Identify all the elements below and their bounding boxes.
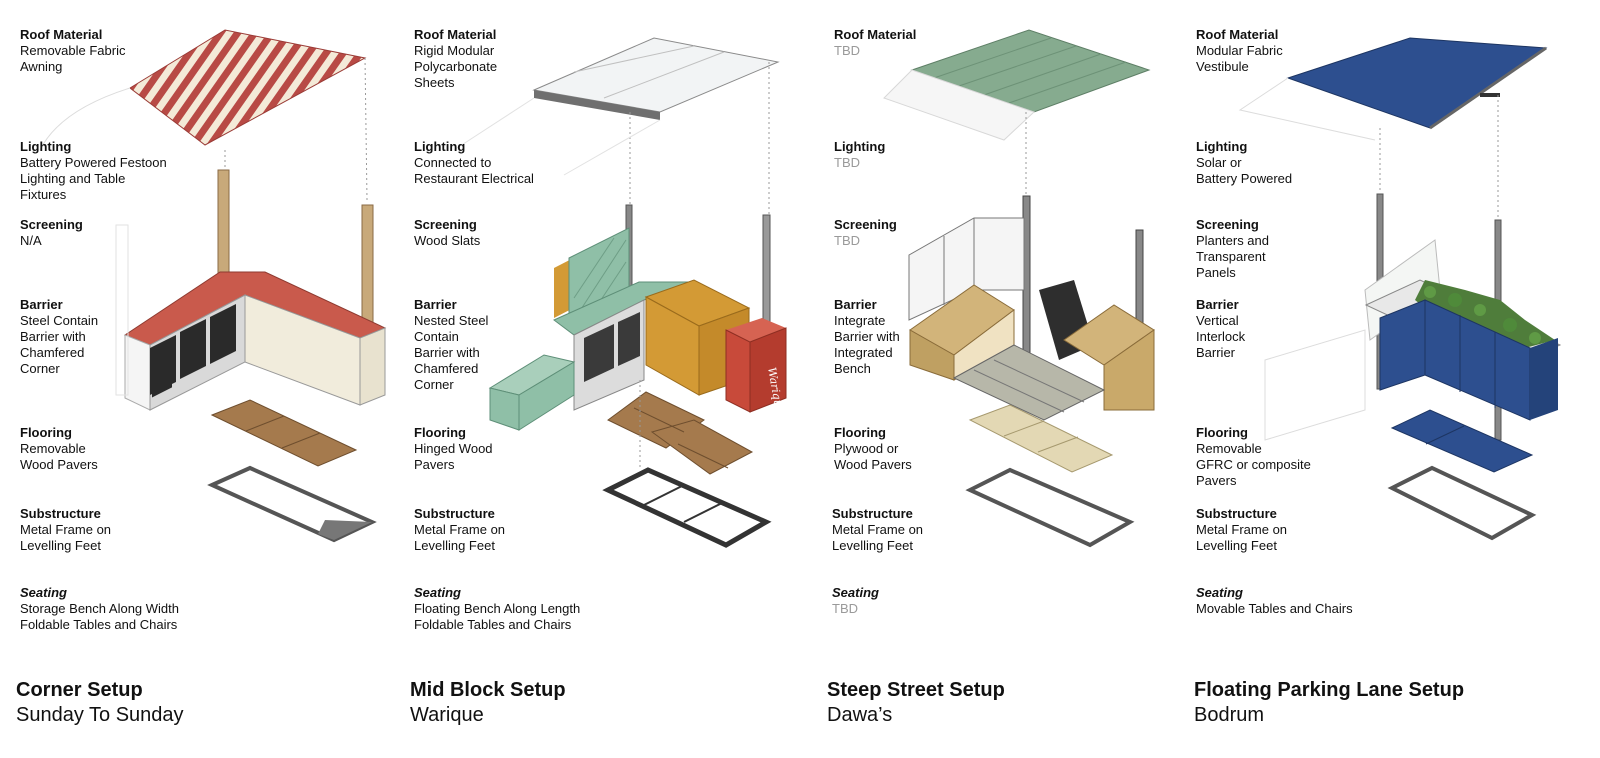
spec-lighting: Lighting TBD (834, 139, 886, 170)
spec-barrier: Barrier Nested Steel Contain Barrier wit… (414, 297, 489, 392)
green-roof (883, 29, 1151, 195)
spec-flooring: Flooring Plywood or Wood Pavers (834, 425, 912, 472)
spec-roof-material: Roof Material Rigid Modular Polycarbonat… (414, 27, 498, 90)
spec-screening: Screening N/A (20, 217, 83, 248)
spec-flooring: Flooring Hinged Wood Pavers (414, 425, 493, 472)
spec-barrier: Barrier Steel Contain Barrier with Chamf… (20, 297, 99, 376)
corner-setup-illustration (39, 29, 387, 543)
restaurant-name: Sunday To Sunday (16, 704, 184, 726)
floating-parking-lane-setup-illustration (1238, 37, 1562, 541)
plywood-pavers (968, 404, 1114, 473)
spec-seating: Seating Floating Bench Along Length Fold… (414, 585, 581, 632)
planter-barrier (1364, 279, 1562, 421)
gfrc-pavers (1390, 409, 1534, 473)
mid-block-setup-column: Warique Roof Material Rigid Modular Poly… (394, 0, 794, 758)
spec-barrier: Barrier Integrate Barrier with Integrate… (834, 297, 900, 376)
restaurant-name: Bodrum (1194, 704, 1265, 726)
spec-lighting: Lighting Solar or Battery Powered (1196, 139, 1293, 186)
spec-lighting: Lighting Connected to Restaurant Electri… (414, 139, 534, 186)
spec-screening: Screening Wood Slats (414, 217, 481, 248)
spec-substructure: Substructure Metal Frame on Levelling Fe… (20, 506, 112, 553)
wood-post (217, 169, 230, 281)
spec-substructure: Substructure Metal Frame on Levelling Fe… (414, 506, 506, 553)
restaurant-name: Dawa’s (827, 704, 893, 726)
spec-lighting: Lighting Battery Powered Festoon Lightin… (20, 139, 167, 202)
striped-awning (39, 29, 368, 201)
hinged-wood-pavers (607, 391, 754, 475)
spec-flooring: Flooring Removable Wood Pavers (20, 425, 98, 472)
metal-pole (762, 214, 771, 331)
wood-pavers (210, 399, 358, 467)
metal-frame (602, 380, 772, 548)
spec-seating: Seating Storage Bench Along Width Foldab… (20, 585, 179, 632)
steep-street-setup-column: Roof Material TBD Lighting TBD Screening… (814, 0, 1214, 758)
floating-parking-lane-setup-column: Roof Material Modular Fabric Vestibule L… (1180, 0, 1580, 758)
spec-screening: Screening TBD (834, 217, 897, 248)
mid-block-setup-illustration: Warique (453, 37, 787, 548)
corner-barrier (123, 271, 387, 411)
spec-roof-material: Roof Material Modular Fabric Vestibule (1196, 27, 1283, 74)
spec-flooring: Flooring Removable GFRC or composite Pav… (1196, 425, 1311, 488)
wood-post (361, 204, 374, 331)
metal-frame (1387, 465, 1537, 541)
nested-steel-barrier (488, 279, 751, 431)
metal-frame (965, 467, 1135, 548)
setup-title: Floating Parking Lane Setup (1194, 679, 1465, 701)
spec-substructure: Substructure Metal Frame on Levelling Fe… (832, 506, 924, 553)
restaurant-name: Warique (410, 704, 484, 726)
spec-roof-material: Roof Material Removable Fabric Awning (20, 27, 126, 74)
spec-roof-material: Roof Material TBD (834, 27, 917, 58)
fabric-vestibule-roof (1238, 37, 1548, 220)
corner-setup-column: Roof Material Removable Fabric Awning Li… (0, 0, 400, 758)
ghost-table (1264, 329, 1366, 441)
integrated-bench (909, 280, 1155, 421)
setup-title: Corner Setup (16, 679, 143, 701)
setup-title: Mid Block Setup (410, 679, 566, 701)
steep-street-setup-illustration (883, 29, 1155, 548)
warique-sign: Warique (725, 318, 787, 415)
spec-seating: Seating Movable Tables and Chairs (1196, 585, 1353, 616)
setup-title: Steep Street Setup (827, 679, 1005, 701)
spec-barrier: Barrier Vertical Interlock Barrier (1196, 297, 1246, 360)
spec-screening: Screening Planters and Transparent Panel… (1196, 217, 1269, 280)
transparent-panels (908, 217, 1025, 321)
metal-frame (207, 465, 377, 543)
ghost-post (115, 224, 129, 396)
spec-seating: Seating TBD (832, 585, 879, 616)
polycarbonate-roof (453, 37, 780, 215)
spec-substructure: Substructure Metal Frame on Levelling Fe… (1196, 506, 1288, 553)
